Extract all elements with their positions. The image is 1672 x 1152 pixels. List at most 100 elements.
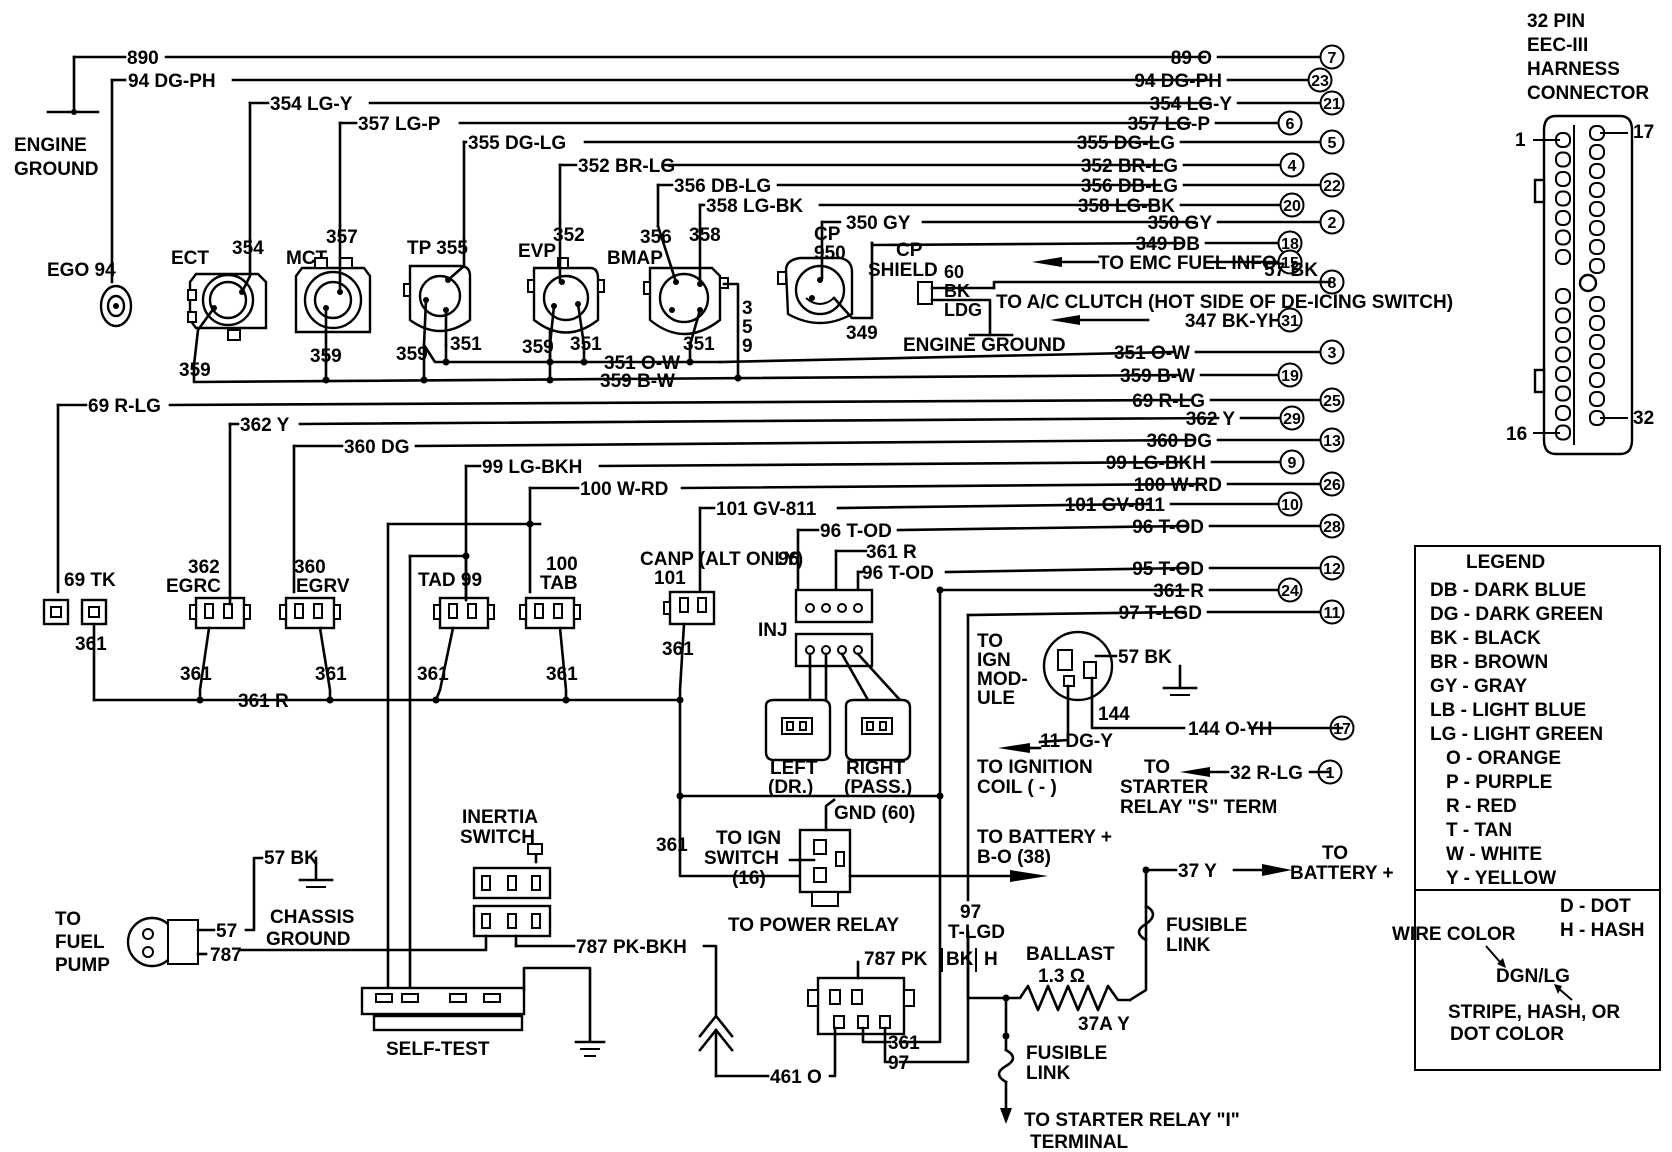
right-label-1: RIGHT	[846, 758, 906, 779]
pin-1-label: 1	[1515, 130, 1526, 151]
to-power-relay: TO POWER RELAY	[728, 915, 899, 936]
harness-pin-number: 3	[1328, 345, 1337, 362]
chassis-ground-2: GROUND	[266, 929, 350, 950]
ect-sensor	[187, 272, 268, 341]
wire-362-label: 362 Y	[240, 415, 290, 436]
connector-pin-right	[1589, 220, 1605, 236]
connector-pin-left	[1555, 171, 1571, 187]
legend-dot: D - DOT	[1560, 896, 1631, 917]
harness-connector: 32 PIN EEC-III HARNESS CONNECTOR 1 17 16…	[1506, 11, 1654, 456]
harness-wire-label: 355 DG-LG	[1077, 133, 1175, 154]
ign-144: 144	[1098, 704, 1130, 725]
harness-pin-number: 12	[1323, 561, 1341, 578]
starter-s-1: TO	[1144, 757, 1170, 778]
ign-57bk: 57 BK	[1118, 647, 1172, 668]
wire-352-label: 352 BR-LG	[578, 156, 675, 177]
harness-pin-circle	[1319, 90, 1345, 116]
harness-wire-label: 57 BK	[1264, 260, 1318, 281]
wire-96b-label: 96 T-OD	[862, 563, 934, 584]
egrc-361: 361	[180, 664, 212, 685]
egrv-361: 361	[315, 664, 347, 685]
fusible1-1: FUSIBLE	[1166, 915, 1247, 936]
canp-label: CANP (ALT ONLY)	[640, 549, 803, 570]
cp-sensor	[777, 256, 854, 325]
ect-label: ECT	[171, 248, 209, 269]
harness-pin-number: 28	[1323, 519, 1341, 536]
ballast-2: 1.3 Ω	[1038, 966, 1085, 987]
starter-i-1: TO STARTER RELAY "I"	[1024, 1110, 1240, 1131]
wire-461: 461 O	[770, 1067, 822, 1088]
fusible2-1: FUSIBLE	[1026, 1043, 1107, 1064]
legend-item: R - RED	[1446, 796, 1517, 817]
egrv-label: EGRV	[296, 576, 350, 597]
actuator-wires: 69 R-LG 362 Y 360 DG 99 LG-BKH 100 W-RD …	[56, 396, 1220, 1064]
ego-label: EGO 94	[47, 260, 116, 281]
evp-sensor	[527, 257, 605, 334]
cp-shield-1: CP	[896, 240, 923, 261]
shield-60: 60	[944, 262, 964, 282]
harness-pin-number: 1	[1326, 765, 1335, 782]
self-test-label: SELF-TEST	[386, 1039, 490, 1060]
connector-pin-right	[1589, 296, 1605, 312]
harness-pin-number: 5	[1328, 135, 1337, 152]
inj-connector-lower	[794, 632, 874, 668]
to-batt-bo-1: TO BATTERY +	[977, 827, 1112, 848]
tad-label: TAD 99	[418, 570, 482, 591]
to-ign-switch-2: SWITCH	[704, 848, 779, 869]
sensors: EGO 94 ECT 354 359 MCT 357	[47, 220, 1453, 381]
t97-2: T-LGD	[948, 922, 1005, 943]
bmap-pin-356: 356	[640, 227, 672, 248]
harness-pin-circle	[1279, 405, 1305, 431]
left-label-1: LEFT	[770, 758, 818, 779]
ign-mod-1: TO	[977, 631, 1003, 652]
harness-pin-number: 29	[1283, 411, 1301, 428]
harness-pin-number: 7	[1328, 50, 1337, 67]
to-ign-switch-1: TO IGN	[716, 828, 781, 849]
legend-item: T - TAN	[1446, 820, 1512, 841]
inertia-switch	[472, 866, 552, 938]
harness-pin-circle	[1277, 249, 1303, 275]
connector-pin-right	[1589, 144, 1605, 160]
evp-ref-label: 351	[570, 334, 602, 355]
harness-pin-circle	[1277, 110, 1303, 136]
harness-wire-label: 359 B-W	[1120, 366, 1195, 387]
wire-787pk: 787 PK-BKH	[576, 937, 687, 958]
harness-pin-number: 10	[1281, 497, 1299, 514]
cp-label: CP	[814, 224, 841, 245]
ign-mod-2: IGN	[977, 650, 1011, 671]
harness-pin-number: 22	[1323, 178, 1341, 195]
engine-ground-label-2: GROUND	[14, 159, 98, 180]
evp-pin-352: 352	[553, 225, 585, 246]
legend-example: DGN/LG	[1496, 966, 1570, 987]
gnd-60: GND (60)	[834, 803, 915, 824]
egrv-connector	[279, 596, 341, 630]
right-injector	[844, 698, 912, 762]
legend-item: GY - GRAY	[1430, 676, 1527, 697]
harness-wire-label: 94 DG-PH	[1134, 71, 1222, 92]
tp-sensor	[403, 264, 472, 333]
starter-s-2: STARTER	[1120, 777, 1209, 798]
to-batt-bo-2: B-O (38)	[977, 847, 1051, 868]
harness-pin-circle	[1319, 513, 1345, 539]
connector-pin-left	[1555, 405, 1571, 421]
canp-num: 101	[654, 568, 686, 589]
harness-wire-label: 358 LG-BK	[1078, 196, 1175, 217]
fusible1-2: LINK	[1166, 935, 1211, 956]
connector-tab	[1533, 178, 1546, 204]
bmap-359-2: 5	[742, 317, 753, 338]
harness-pin-number: 24	[1281, 583, 1299, 600]
connector-title-4: CONNECTOR	[1527, 83, 1649, 104]
tp-gnd-label: 359	[396, 344, 428, 365]
wire-37a: 37A Y	[1078, 1014, 1130, 1035]
mct-gnd-label: 359	[310, 346, 342, 367]
legend-item: DG - DARK GREEN	[1430, 604, 1603, 625]
connector-title-1: 32 PIN	[1527, 11, 1585, 32]
wire-144-label: 144 O-YH	[1188, 719, 1272, 740]
t97-1: 97	[960, 902, 981, 923]
wire-100-label: 100 W-RD	[580, 479, 668, 500]
relay-h: H	[984, 949, 998, 970]
inj-label: INJ	[758, 620, 788, 641]
harness-wire-label: 347 BK-YH	[1185, 311, 1282, 332]
fp-787: 787	[210, 945, 242, 966]
wire-359-label: 359 B-W	[600, 371, 675, 392]
